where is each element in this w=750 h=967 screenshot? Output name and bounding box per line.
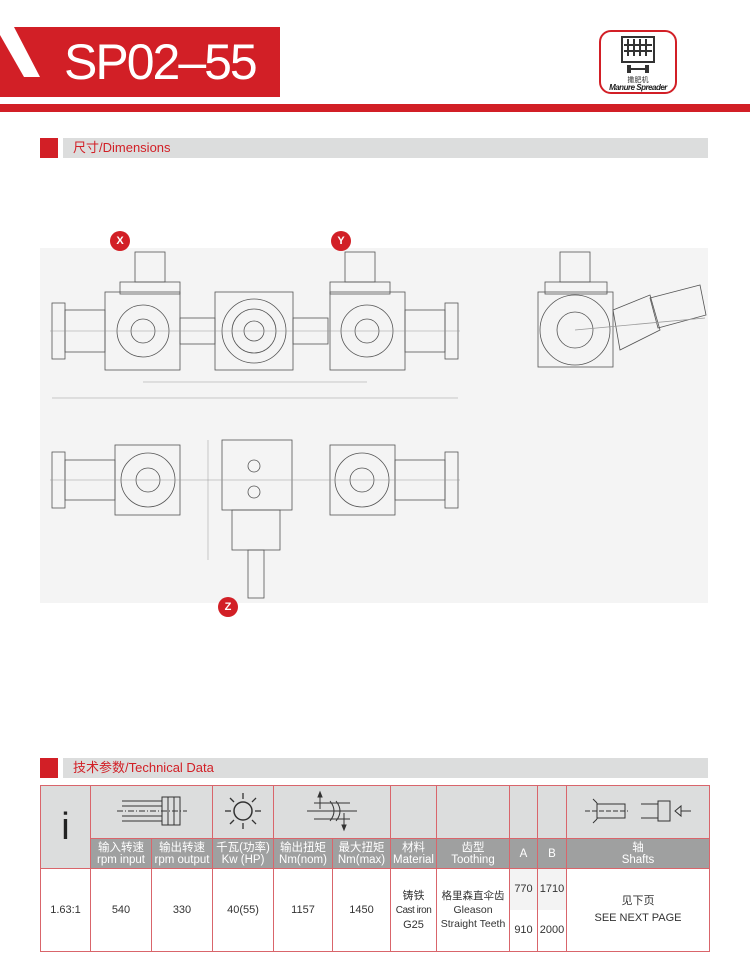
material-icon-cell bbox=[390, 785, 437, 839]
cell-a1: 770 bbox=[509, 868, 538, 910]
technical-data-heading: 技术参数/Technical Data bbox=[63, 758, 708, 778]
header-rule bbox=[0, 104, 750, 112]
cell-nm-max: 1450 bbox=[332, 868, 391, 952]
header-kw-hp: 千瓦(功率)Kw (HP) bbox=[212, 838, 274, 869]
ratio-symbol: i bbox=[40, 785, 91, 869]
logo-cn-text: 撒肥机 bbox=[627, 77, 649, 84]
dimensions-heading: 尺寸/Dimensions bbox=[63, 138, 708, 158]
shafts-icon bbox=[566, 785, 710, 839]
view-marker-y: Y bbox=[331, 231, 351, 251]
gearbox-side-view bbox=[537, 251, 707, 368]
header-a: A bbox=[509, 838, 538, 869]
b-icon-cell bbox=[537, 785, 567, 839]
header-b: B bbox=[537, 838, 567, 869]
toothing-icon-cell bbox=[436, 785, 510, 839]
gearbox-y-view bbox=[329, 251, 459, 371]
cell-kw-hp: 40(55) bbox=[212, 868, 274, 952]
view-marker-z: Z bbox=[218, 597, 238, 617]
torque-icon bbox=[273, 785, 391, 839]
title-banner bbox=[0, 27, 280, 97]
gearbox-x-view bbox=[51, 251, 181, 371]
view-marker-x: X bbox=[110, 231, 130, 251]
manure-spreader-logo: 撒肥机 Manure Spreader bbox=[599, 30, 677, 94]
input-shaft-icon bbox=[90, 785, 213, 839]
gearbox-z-view bbox=[221, 439, 293, 599]
power-sun-icon bbox=[212, 785, 274, 839]
gearbox-technical-drawing bbox=[50, 251, 707, 599]
section-marker bbox=[40, 138, 58, 158]
cell-b1: 1710 bbox=[537, 868, 567, 910]
page-title: SP02–55 bbox=[64, 34, 258, 90]
section-marker bbox=[40, 758, 58, 778]
a-icon-cell bbox=[509, 785, 538, 839]
cell-rpm-output: 330 bbox=[151, 868, 213, 952]
cell-ratio: 1.63:1 bbox=[40, 868, 91, 952]
cell-rpm-input: 540 bbox=[90, 868, 152, 952]
cell-nm-nom: 1157 bbox=[273, 868, 333, 952]
cell-b2: 2000 bbox=[537, 909, 567, 952]
drawing-area bbox=[40, 248, 708, 603]
logo-en-text: Manure Spreader bbox=[609, 83, 667, 92]
title-slash-decoration bbox=[0, 27, 40, 77]
cell-a2: 910 bbox=[509, 909, 538, 952]
spreader-icon bbox=[621, 36, 655, 73]
